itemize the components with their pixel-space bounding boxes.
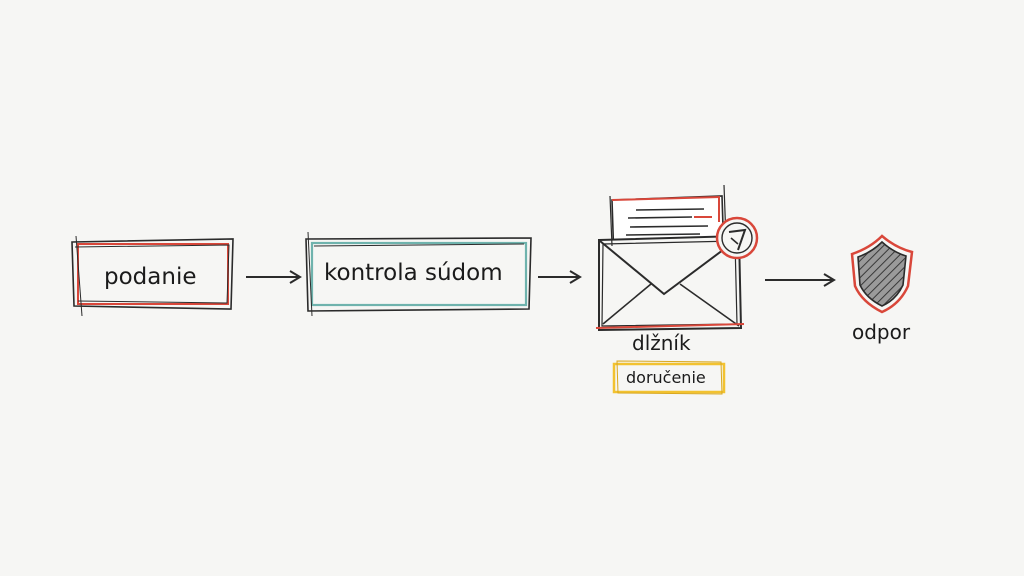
objection-label: odpor	[852, 320, 911, 344]
kontrola-box	[305, 231, 532, 317]
notification-badge-icon	[715, 216, 759, 260]
dorucenie-box	[612, 360, 726, 395]
debtor-label: dlžník	[632, 331, 691, 355]
shield-icon	[850, 234, 914, 314]
kontrola-label: kontrola súdom	[324, 260, 503, 286]
podanie-box	[71, 235, 234, 317]
envelope-icon	[595, 184, 745, 332]
delivery-label: doručenie	[626, 368, 706, 387]
arrow-1	[246, 270, 302, 284]
arrow-2	[538, 270, 582, 284]
arrow-3	[765, 273, 836, 287]
podanie-label: podanie	[104, 264, 197, 290]
